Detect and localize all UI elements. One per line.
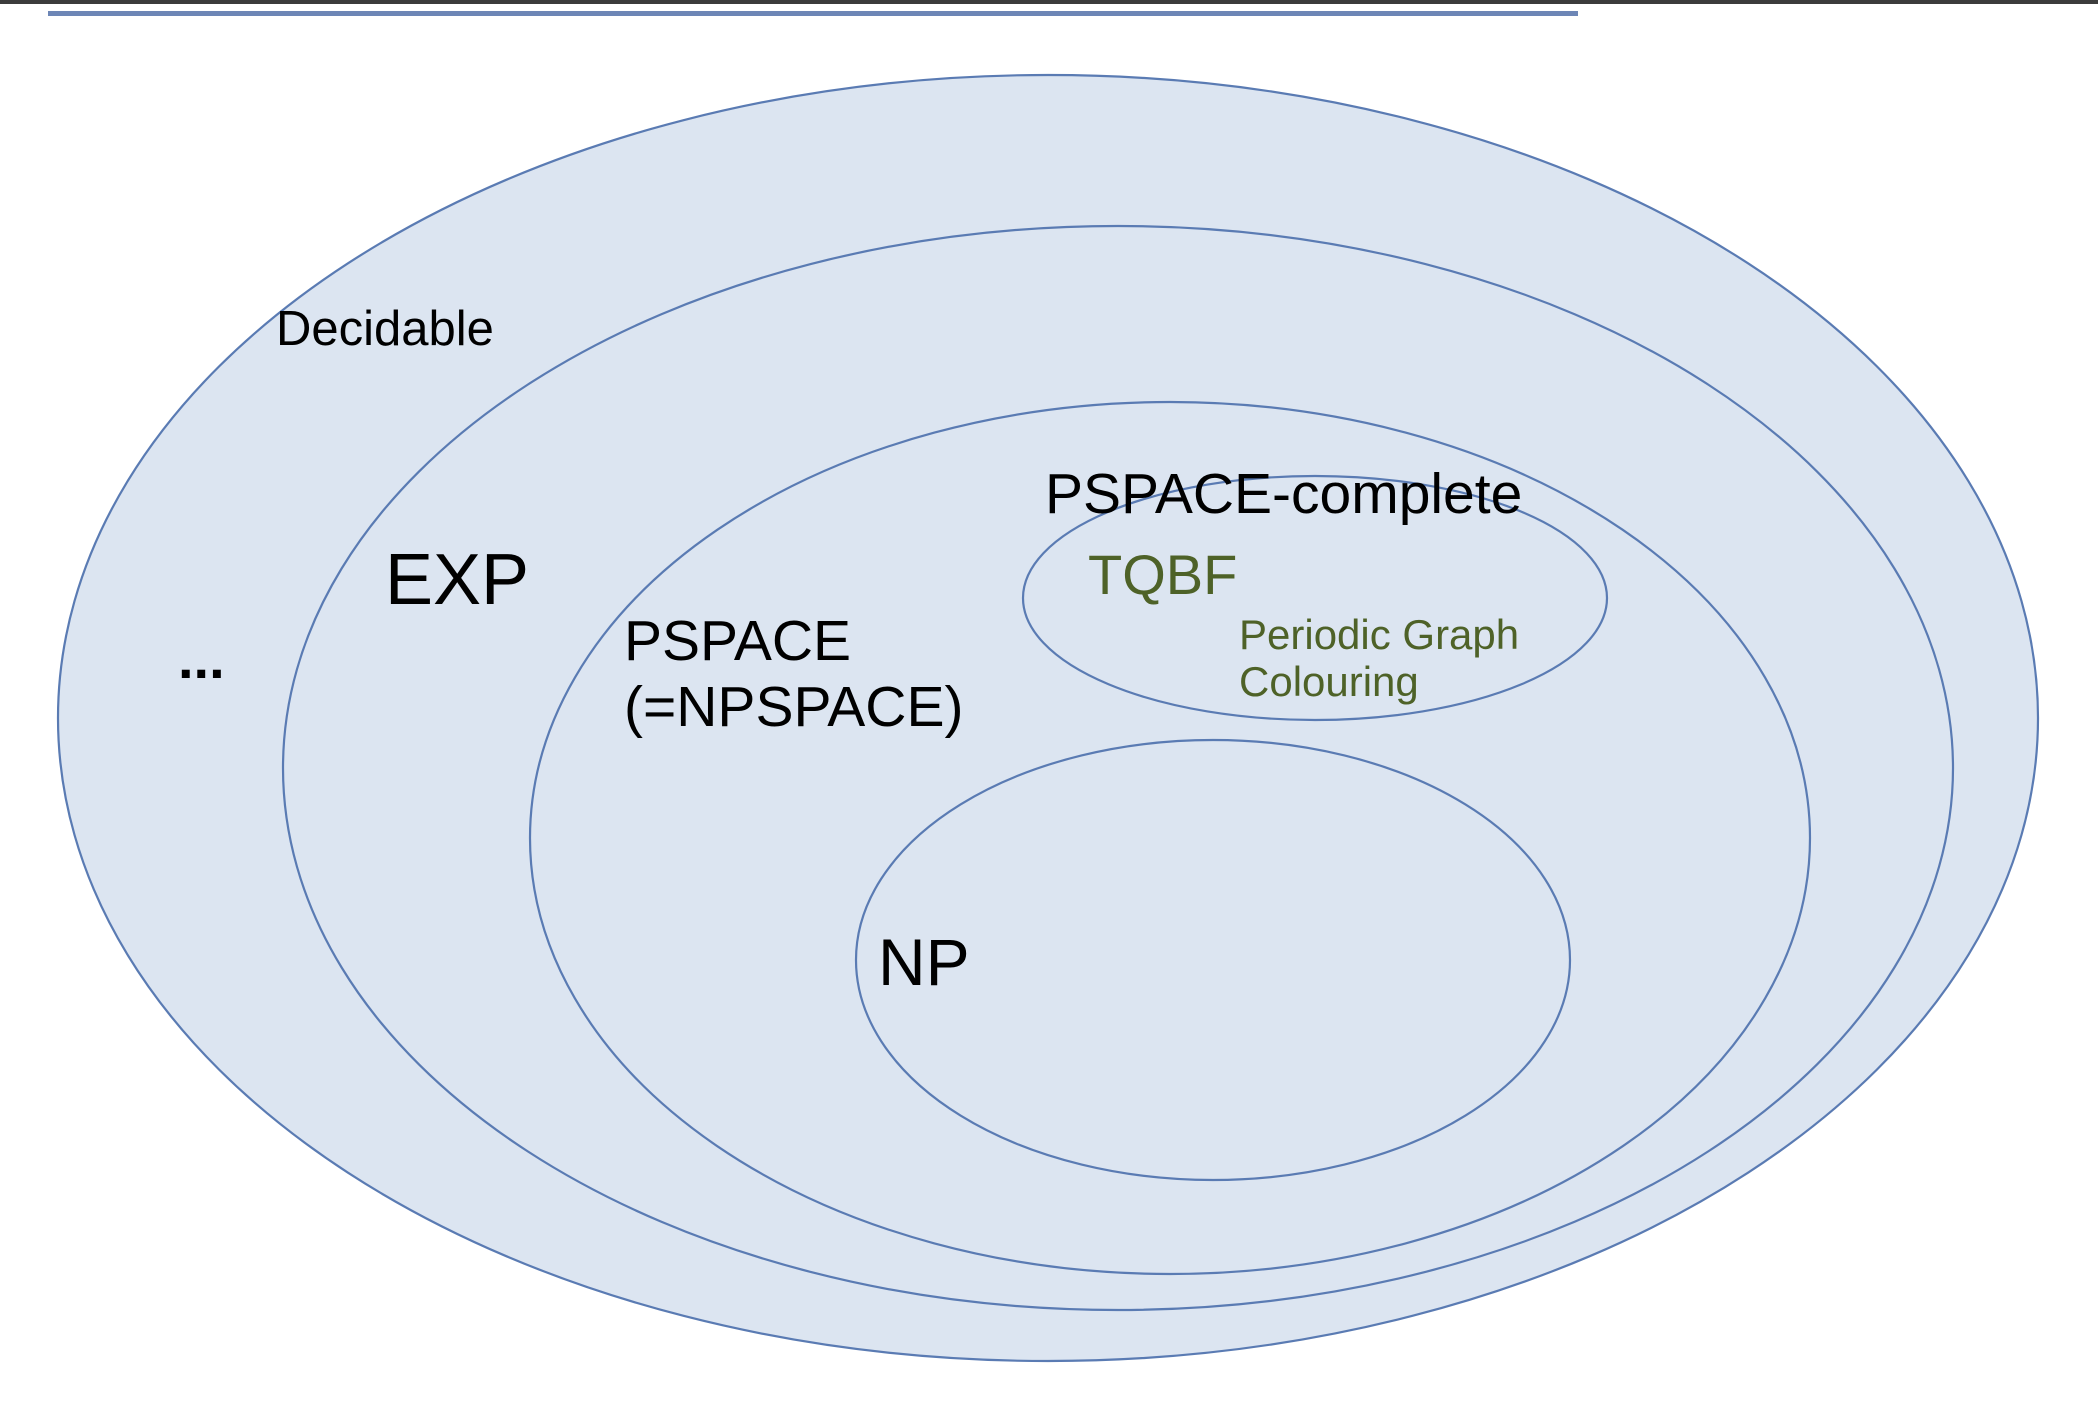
decidable-label: Decidable bbox=[276, 302, 494, 356]
np-label: NP bbox=[878, 925, 970, 999]
exp-label: EXP bbox=[385, 540, 530, 620]
tqbf-label: TQBF bbox=[1088, 543, 1238, 606]
pspace-complete-label: PSPACE-complete bbox=[1045, 462, 1523, 526]
np-set bbox=[854, 738, 1572, 1182]
pspace-complete-set bbox=[1021, 474, 1609, 722]
window-top-edge bbox=[0, 0, 2098, 4]
title-underline bbox=[48, 11, 1578, 16]
other-classes-ellipsis: ... bbox=[178, 627, 225, 690]
periodic-graph-colouring-label: Periodic Graph Colouring bbox=[1239, 611, 1520, 706]
pspace-label: PSPACE (=NPSPACE) bbox=[624, 609, 964, 740]
